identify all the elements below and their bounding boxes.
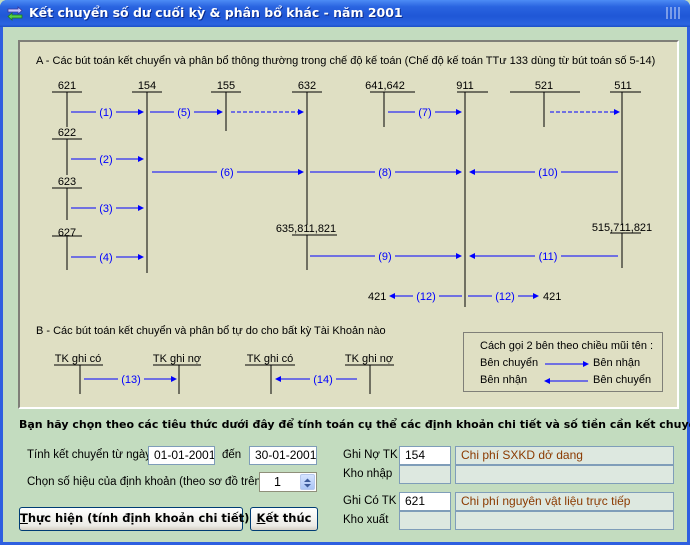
- title-grip: [666, 7, 680, 19]
- debit-account-input[interactable]: 154: [399, 446, 451, 465]
- legend-row2-right: Bên chuyển: [593, 374, 652, 386]
- credit-account-input[interactable]: 621: [399, 492, 451, 511]
- entry-number-value: 1: [274, 475, 281, 489]
- legend-title: Cách gọi 2 bên theo chiều mũi tên :: [480, 340, 654, 352]
- arrow-label-9: (9): [378, 251, 391, 263]
- warehouse-out-label: Kho xuất: [343, 514, 389, 526]
- from-date-label: Tính kết chuyển từ ngày: [27, 449, 152, 461]
- to-date-label: đến: [222, 449, 242, 461]
- warehouse-in-code[interactable]: [399, 465, 451, 484]
- account-632: 632: [298, 80, 316, 92]
- debit-account-name: Chi phí SXKD dở dang: [455, 446, 674, 465]
- account-515-711-821: 515,711,821: [592, 222, 652, 234]
- arrow-label-6: (6): [220, 167, 233, 179]
- account-511: 511: [614, 80, 632, 92]
- section-b-title: B - Các bút toán kết chuyển và phân bổ t…: [36, 325, 386, 337]
- entry-number-label: Chọn số hiệu của định khoản (theo sơ đồ …: [27, 476, 265, 488]
- debit-account-label: Ghi Nợ TK: [343, 449, 398, 461]
- t-account-lines: [52, 91, 641, 307]
- credit-account-label: Ghi Có TK: [343, 495, 397, 507]
- free-debit-account-1: TK ghi nợ: [153, 353, 201, 365]
- warehouse-out-name: [455, 511, 674, 530]
- warehouse-out-code[interactable]: [399, 511, 451, 530]
- warehouse-in-label: Kho nhập: [343, 468, 393, 480]
- legend-row1-left: Bên chuyển: [480, 357, 539, 369]
- execute-hotkey: T: [20, 511, 28, 525]
- exit-button[interactable]: Kết thúc: [250, 507, 318, 531]
- execute-button[interactable]: Thực hiện (tính định khoản chi tiết): [19, 507, 249, 531]
- account-623: 623: [58, 176, 76, 188]
- account-911: 911: [456, 80, 474, 92]
- free-credit-account-1: TK ghi có: [55, 353, 101, 365]
- account-635-811-821: 635,811,821: [276, 223, 336, 235]
- arrow-label-12-left: (12): [416, 291, 436, 303]
- account-421-left: 421: [368, 291, 386, 303]
- arrow-label-12-right: (12): [495, 291, 515, 303]
- title-bar[interactable]: Kết chuyển số dư cuối kỳ & phân bổ khác …: [0, 0, 690, 27]
- account-641-642: 641,642: [365, 80, 405, 92]
- arrow-label-10: (10): [538, 167, 558, 179]
- arrow-labels: (1) (2) (3) (4) (5) (6) (7) (8) (9) (10): [96, 105, 561, 386]
- window-title: Kết chuyển số dư cuối kỳ & phân bổ khác …: [29, 5, 403, 20]
- spinner-up-down-icon[interactable]: [300, 474, 315, 490]
- legend-arrows: [544, 361, 589, 384]
- free-credit-account-2: TK ghi có: [247, 353, 293, 365]
- to-date-input[interactable]: 30-01-2001: [249, 446, 317, 465]
- arrow-label-4: (4): [99, 252, 112, 264]
- legend-row2-left: Bên nhận: [480, 374, 528, 386]
- instruction-text: Bạn hãy chọn theo các tiêu thức dưới đây…: [19, 418, 690, 431]
- arrow-label-7: (7): [418, 107, 431, 119]
- account-155: 155: [217, 80, 235, 92]
- arrow-label-11: (11): [539, 251, 558, 263]
- arrow-label-3: (3): [99, 203, 112, 215]
- credit-account-name: Chi phí nguyên vật liệu trực tiếp: [455, 492, 674, 511]
- exit-hotkey: K: [256, 511, 266, 525]
- entry-number-spinner[interactable]: 1: [259, 472, 317, 492]
- account-521: 521: [535, 80, 553, 92]
- arrow-label-5: (5): [177, 107, 190, 119]
- arrow-label-8: (8): [378, 167, 391, 179]
- section-a-title: A - Các bút toán kết chuyển và phân bổ t…: [36, 55, 655, 67]
- account-621: 621: [58, 80, 76, 92]
- arrow-legend: Cách gọi 2 bên theo chiều mũi tên : Bên …: [463, 332, 663, 392]
- accounting-diagram: A - Các bút toán kết chuyển và phân bổ t…: [36, 55, 655, 394]
- account-627: 627: [58, 227, 76, 239]
- arrow-label-2: (2): [99, 154, 112, 166]
- execute-label: hực hiện (tính định khoản chi tiết): [27, 511, 250, 525]
- arrow-label-14: (14): [313, 374, 333, 386]
- account-421-right: 421: [543, 291, 561, 303]
- diagram-panel: A - Các bút toán kết chuyển và phân bổ t…: [18, 40, 679, 409]
- from-date-input[interactable]: 01-01-2001: [148, 446, 215, 465]
- arrow-label-13: (13): [121, 374, 141, 386]
- free-debit-account-2: TK ghi nợ: [345, 353, 393, 365]
- warehouse-in-name: [455, 465, 674, 484]
- arrow-label-1: (1): [99, 107, 112, 119]
- account-154: 154: [138, 80, 156, 92]
- legend-row1-right: Bên nhận: [593, 357, 641, 369]
- transfer-arrows-icon: [7, 6, 23, 21]
- free-t-account-lines: [54, 364, 394, 394]
- exit-label: ết thúc: [265, 511, 312, 525]
- account-622: 622: [58, 127, 76, 139]
